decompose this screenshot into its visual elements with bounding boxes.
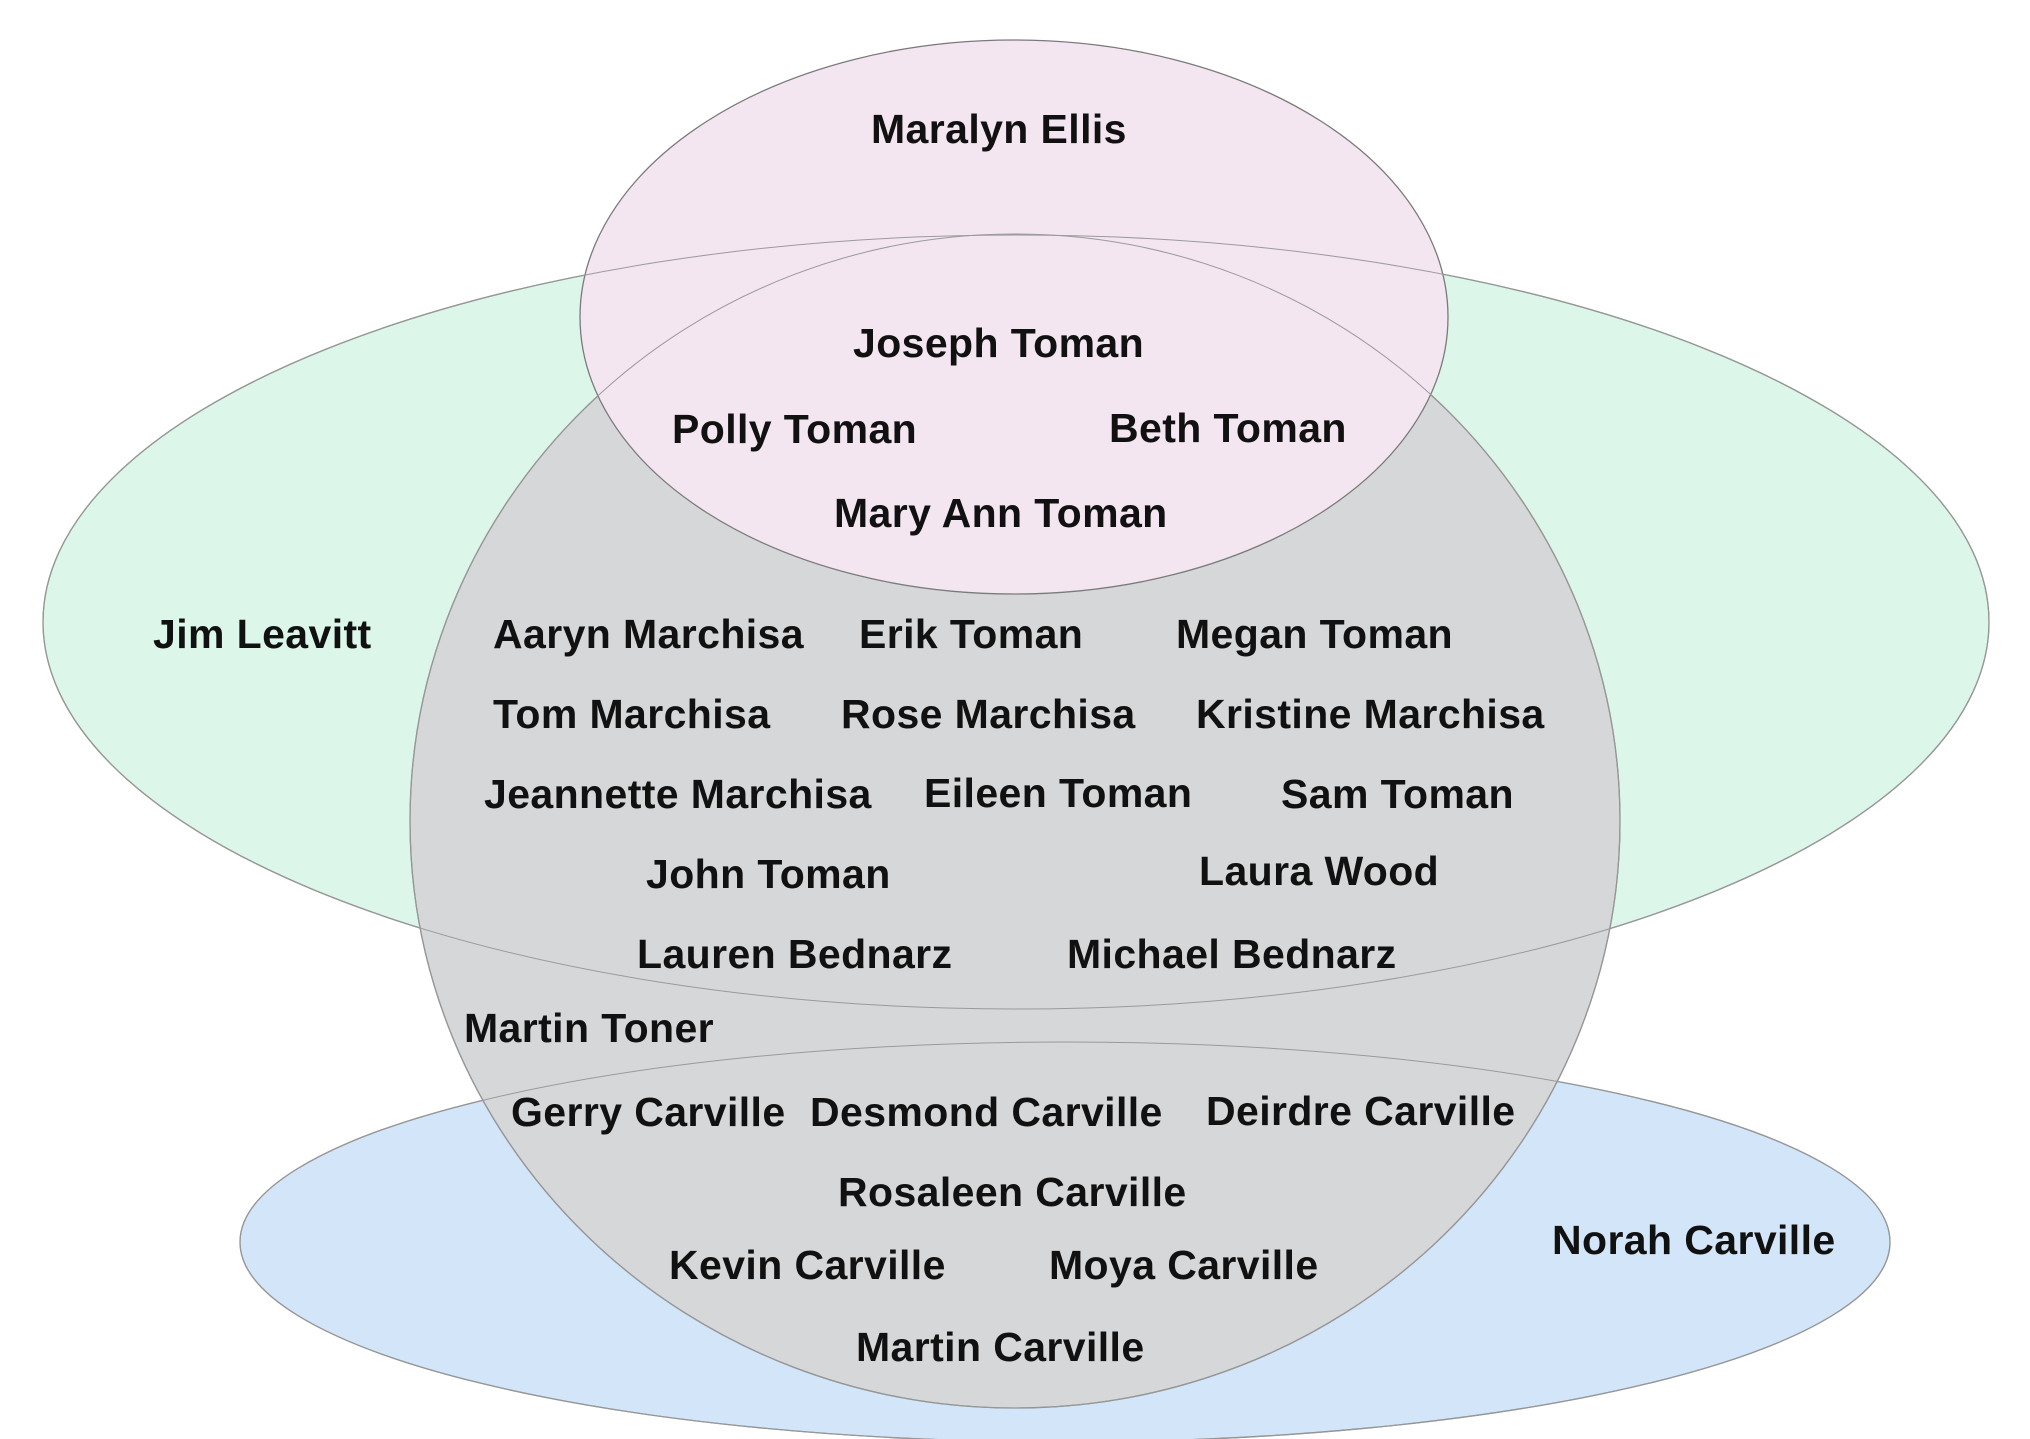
member-label-jim-leavitt: Jim Leavitt	[153, 611, 372, 657]
member-label-moya-carville: Moya Carville	[1049, 1242, 1319, 1288]
green-set-outline	[42, 234, 1990, 1010]
grey-set-outline	[409, 233, 1621, 1409]
member-label-eileen-toman: Eileen Toman	[924, 770, 1192, 816]
member-label-deirdre-carville: Deirdre Carville	[1206, 1088, 1516, 1134]
member-label-rosaleen-carville: Rosaleen Carville	[838, 1169, 1187, 1215]
member-label-beth-toman: Beth Toman	[1109, 405, 1347, 451]
member-label-joseph-toman: Joseph Toman	[853, 320, 1144, 366]
member-label-tom-marchisa: Tom Marchisa	[493, 691, 771, 737]
member-label-rose-marchisa: Rose Marchisa	[841, 691, 1136, 737]
member-label-desmond-carville: Desmond Carville	[810, 1089, 1163, 1135]
member-label-megan-toman: Megan Toman	[1176, 611, 1453, 657]
member-label-laura-wood: Laura Wood	[1199, 848, 1439, 894]
member-label-michael-bednarz: Michael Bednarz	[1067, 931, 1397, 977]
member-labels: Maralyn Ellis Joseph Toman Polly Toman B…	[153, 106, 1836, 1370]
member-label-gerry-carville: Gerry Carville	[511, 1089, 786, 1135]
pink-set-ellipse	[579, 39, 1449, 595]
member-label-maralyn-ellis: Maralyn Ellis	[871, 106, 1127, 152]
member-label-martin-carville: Martin Carville	[856, 1324, 1145, 1370]
member-label-norah-carville: Norah Carville	[1552, 1217, 1836, 1263]
member-label-kevin-carville: Kevin Carville	[669, 1242, 946, 1288]
member-label-polly-toman: Polly Toman	[672, 406, 917, 452]
member-label-martin-toner: Martin Toner	[464, 1005, 714, 1051]
member-label-erik-toman: Erik Toman	[859, 611, 1083, 657]
blue-set-outline	[239, 1041, 1891, 1439]
member-label-lauren-bednarz: Lauren Bednarz	[637, 931, 952, 977]
member-label-sam-toman: Sam Toman	[1281, 771, 1514, 817]
member-label-aaryn-marchisa: Aaryn Marchisa	[493, 611, 805, 657]
member-label-mary-ann-toman: Mary Ann Toman	[834, 490, 1168, 536]
member-label-john-toman: John Toman	[646, 851, 891, 897]
member-label-kristine-marchisa: Kristine Marchisa	[1196, 691, 1545, 737]
member-label-jeannette-marchisa: Jeannette Marchisa	[484, 771, 873, 817]
